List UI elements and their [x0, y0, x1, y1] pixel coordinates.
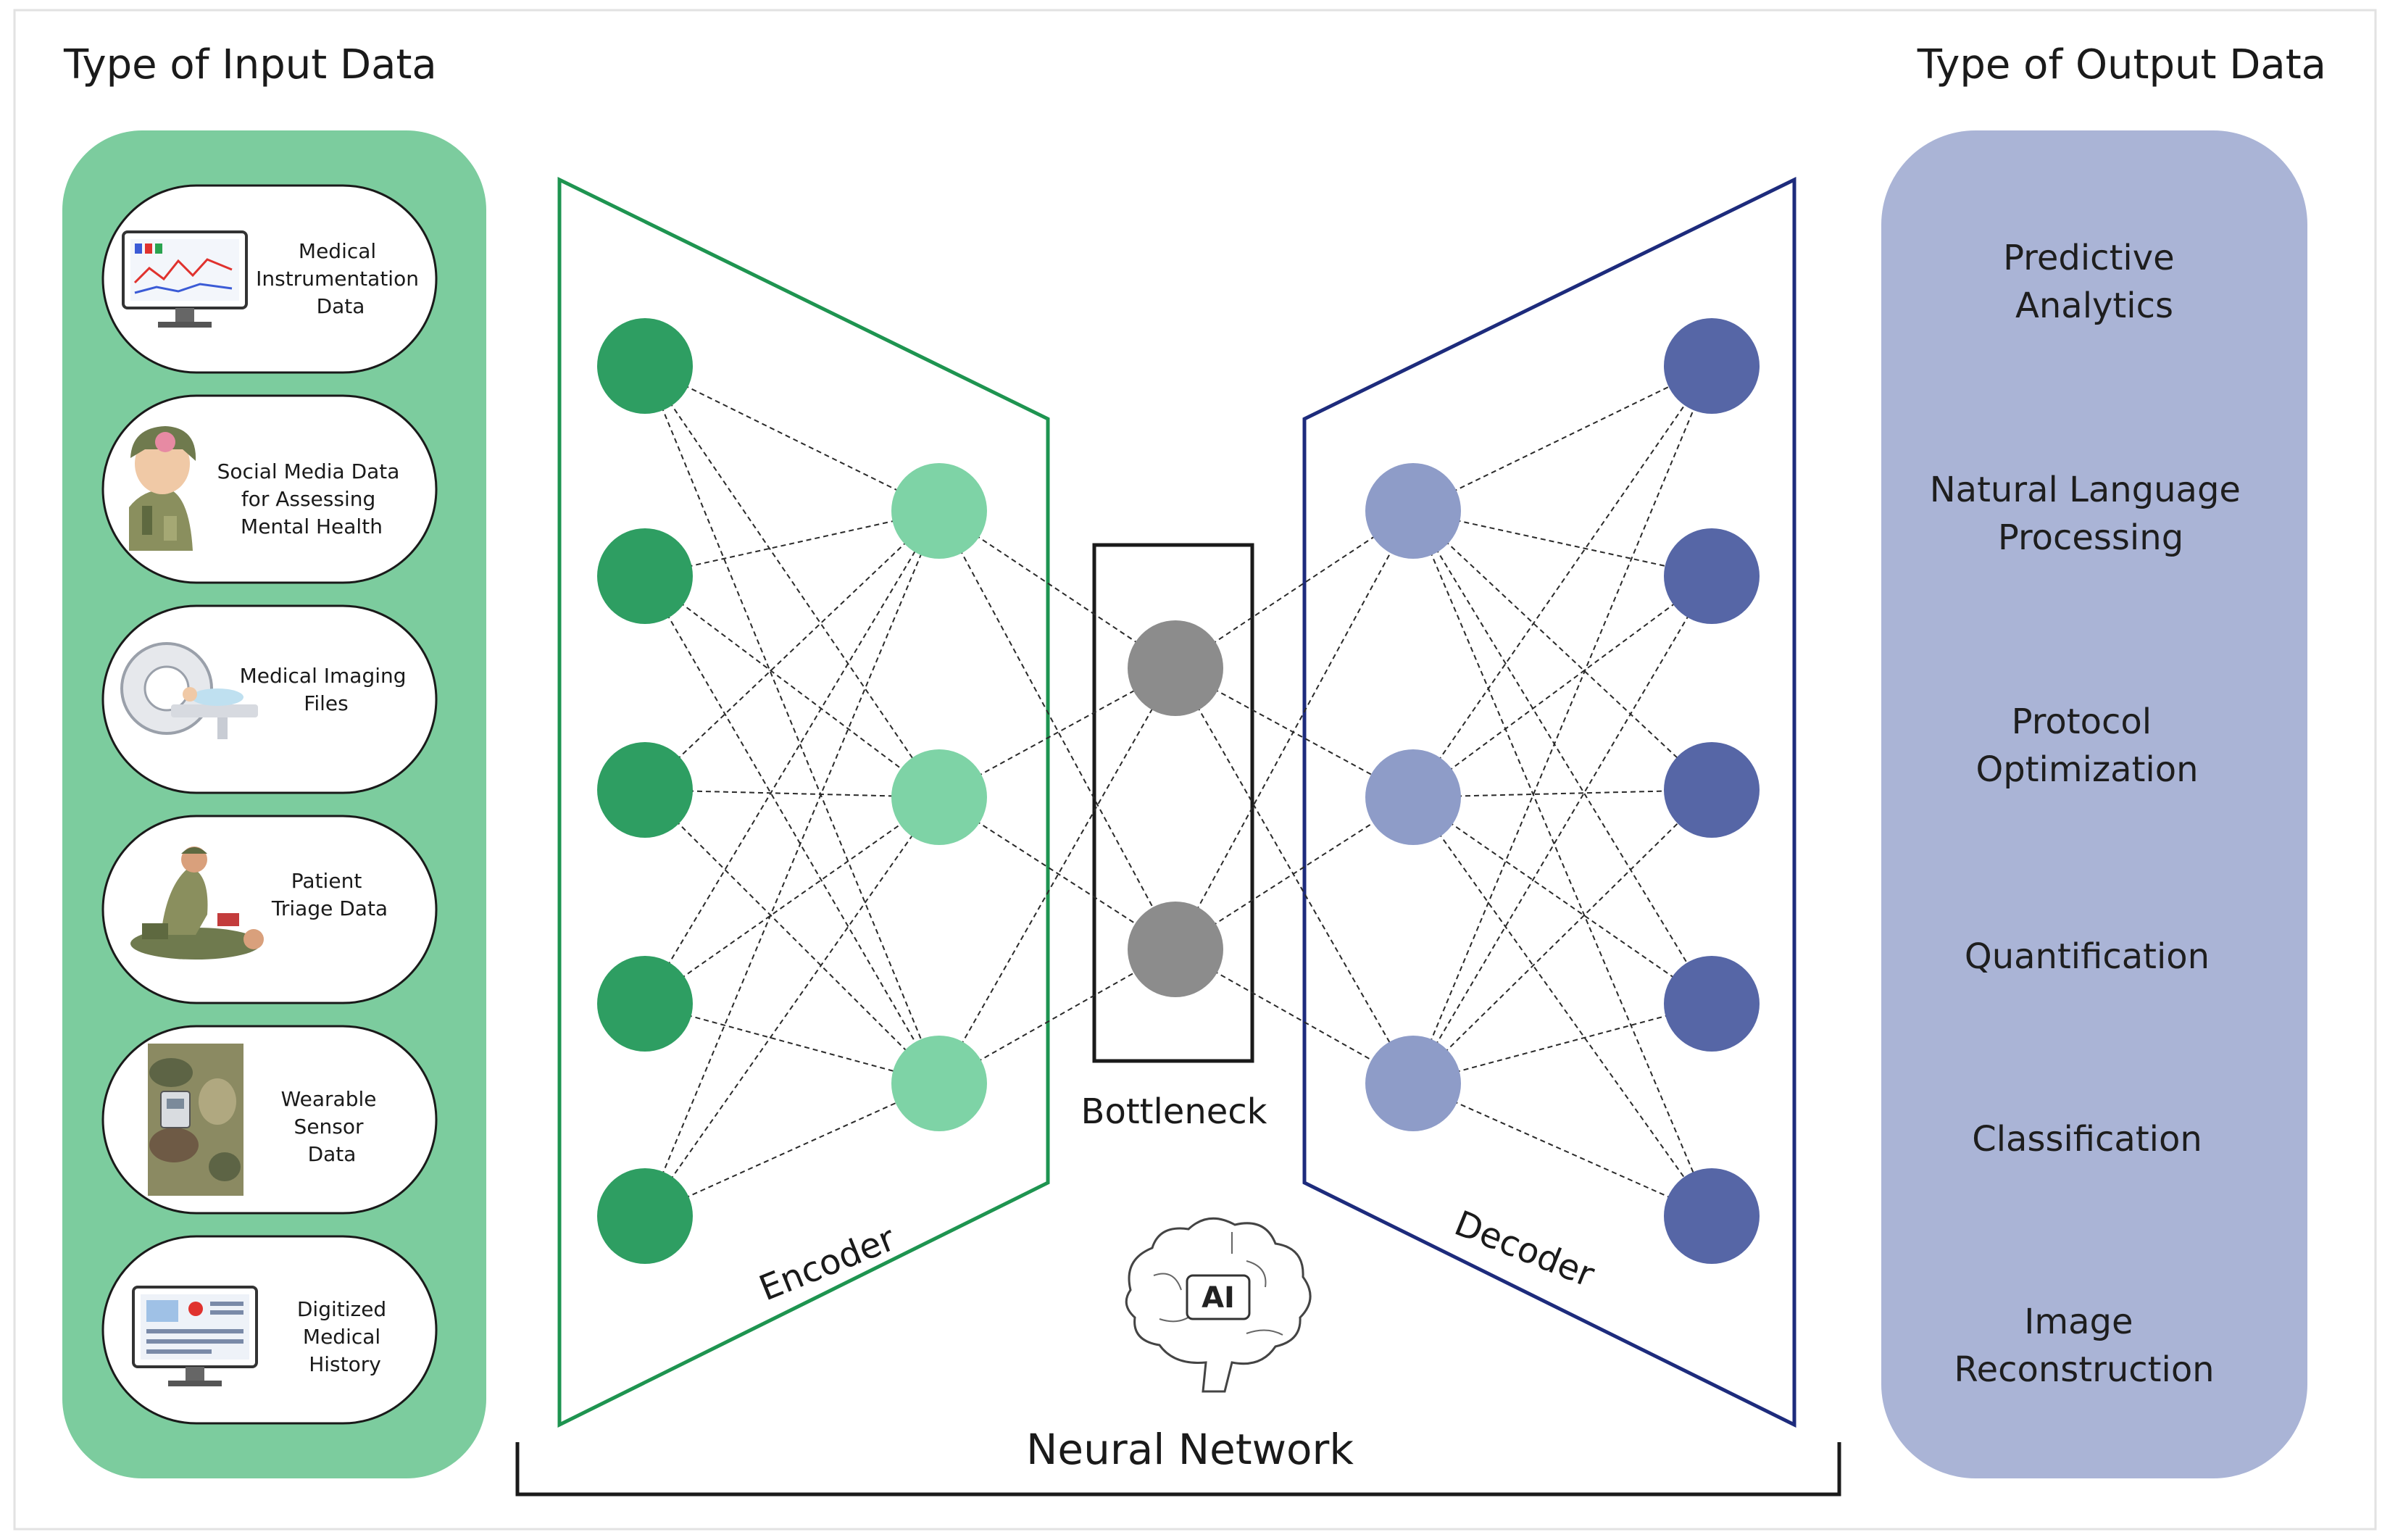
encoder-input-node-0 [597, 318, 693, 414]
connection-encoder-input-1-encoder-hidden-1 [644, 575, 940, 798]
output-label-5: Image Reconstruction [1954, 1302, 2214, 1390]
connection-decoder-hidden-1-decoder-output-2 [1412, 789, 1712, 798]
camouflage-sensor-icon [148, 1044, 243, 1196]
connection-decoder-hidden-0-decoder-output-3 [1412, 510, 1712, 1004]
input-card-4: Wearable Sensor Data [101, 1025, 438, 1215]
decoder-frame [1302, 176, 1796, 1428]
connection-encoder-input-1-encoder-hidden-2 [644, 575, 940, 1084]
output-label-0: Predictive Analytics [2003, 238, 2186, 326]
bottleneck-label: Bottleneck [1081, 1091, 1267, 1132]
input-card-2: Medical Imaging Files [101, 604, 438, 794]
connection-encoder-input-4-encoder-hidden-1 [644, 796, 940, 1217]
output-title: Type of Output Data [1917, 41, 2326, 88]
encoder-input-node-4 [597, 1168, 693, 1264]
soldier-head-icon [129, 426, 196, 551]
output-label-4: Classification [1972, 1119, 2202, 1160]
decoder-hidden-node-1 [1365, 749, 1461, 845]
neural-network-bracket [515, 1442, 1841, 1497]
output-label-2: Protocol Optimization [1975, 702, 2198, 790]
mri-scanner-icon [120, 642, 258, 739]
encoder-hidden-node-2 [891, 1036, 987, 1131]
connection-encoder-input-1-encoder-hidden-0 [644, 510, 940, 577]
connection-encoder-hidden-0-bottleneck-1 [938, 510, 1176, 950]
monitor-document-icon [132, 1286, 258, 1386]
input-label-0: Medical Instrumentation Data [256, 239, 425, 318]
connection-encoder-input-4-encoder-hidden-0 [644, 510, 940, 1217]
ai-label: AI [1202, 1281, 1235, 1315]
output-label-3: Quantification [1965, 936, 2210, 977]
input-label-5: Digitized Medical History [297, 1297, 393, 1376]
bottleneck-box [1092, 543, 1254, 1063]
encoder-input-node-2 [597, 742, 693, 838]
decoder-hidden-node-2 [1365, 1036, 1461, 1131]
connection-decoder-hidden-0-decoder-output-4 [1412, 510, 1712, 1217]
connection-decoder-hidden-1-decoder-output-0 [1412, 365, 1712, 798]
output-label-1: Natural Language Processing [1930, 470, 2252, 558]
connection-encoder-input-3-encoder-hidden-1 [644, 796, 940, 1004]
connection-encoder-input-0-encoder-hidden-2 [644, 365, 940, 1084]
input-card-5: Digitized Medical History [101, 1235, 438, 1425]
connection-decoder-hidden-2-decoder-output-4 [1412, 1083, 1712, 1217]
input-label-3: Patient Triage Data [271, 869, 388, 920]
connection-encoder-input-2-encoder-hidden-1 [644, 789, 940, 798]
encoder-input-node-3 [597, 956, 693, 1052]
output-panel [1881, 130, 2307, 1478]
connection-encoder-hidden-2-bottleneck-0 [938, 667, 1176, 1084]
input-card-1: Social Media Data for Assessing Mental H… [101, 394, 438, 584]
neural-network-label: Neural Network [1026, 1425, 1354, 1474]
encoder-input-node-1 [597, 528, 693, 624]
decoder-output-node-1 [1664, 528, 1760, 624]
decoder-output-node-3 [1664, 956, 1760, 1052]
connection-decoder-hidden-2-decoder-output-1 [1412, 575, 1712, 1084]
bottleneck-node-0 [1128, 620, 1223, 716]
connection-bottleneck-0-decoder-hidden-2 [1175, 667, 1414, 1084]
input-title: Type of Input Data [63, 41, 437, 88]
connection-decoder-hidden-0-decoder-output-1 [1412, 510, 1712, 577]
input-label-4: Wearable Sensor Data [281, 1087, 383, 1166]
encoder-hidden-node-1 [891, 749, 987, 845]
medic-patient-icon [130, 846, 264, 960]
connection-decoder-hidden-0-decoder-output-2 [1412, 510, 1712, 791]
connection-encoder-input-0-encoder-hidden-0 [644, 365, 940, 512]
network-connections [644, 365, 1712, 1217]
connection-decoder-hidden-2-decoder-output-2 [1412, 789, 1712, 1084]
connection-decoder-hidden-1-decoder-output-4 [1412, 796, 1712, 1217]
encoder-frame [557, 176, 1050, 1428]
input-label-2: Medical Imaging Files [240, 664, 413, 715]
encoder-hidden-node-0 [891, 463, 987, 559]
connection-decoder-hidden-1-decoder-output-1 [1412, 575, 1712, 798]
decoder-hidden-node-0 [1365, 463, 1461, 559]
input-card-0: Medical Instrumentation Data [101, 184, 438, 374]
connection-decoder-hidden-2-decoder-output-0 [1412, 365, 1712, 1084]
decoder-output-node-0 [1664, 318, 1760, 414]
ai-brain-icon: AI [1125, 1217, 1312, 1393]
connection-encoder-input-4-encoder-hidden-2 [644, 1083, 940, 1217]
connection-encoder-input-2-encoder-hidden-0 [644, 510, 940, 791]
input-card-3: Patient Triage Data [101, 815, 438, 1004]
input-label-1: Social Media Data for Assessing Mental H… [217, 459, 407, 538]
connection-encoder-input-3-encoder-hidden-2 [644, 1003, 940, 1084]
connection-encoder-input-0-encoder-hidden-1 [644, 365, 940, 798]
monitor-chart-icon [122, 230, 248, 328]
decoder-output-node-2 [1664, 742, 1760, 838]
network-nodes [597, 318, 1760, 1264]
connection-bottleneck-1-decoder-hidden-0 [1175, 510, 1414, 950]
connection-decoder-hidden-0-decoder-output-0 [1412, 365, 1712, 512]
decoder-output-node-4 [1664, 1168, 1760, 1264]
bottleneck-node-1 [1128, 902, 1223, 997]
